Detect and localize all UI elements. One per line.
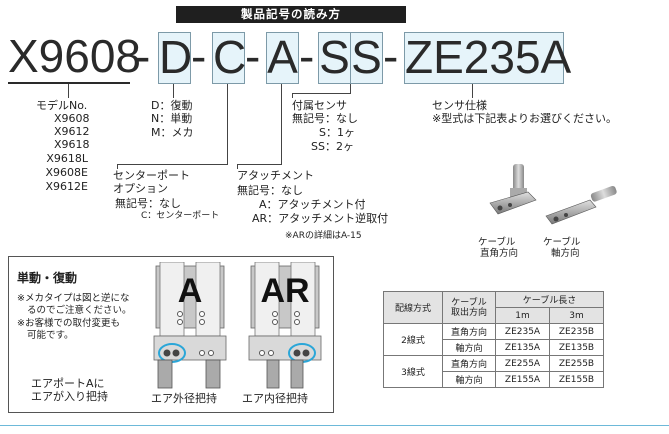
cable-label-axial-2: 軸方向	[551, 248, 580, 259]
code-dash: -	[299, 30, 315, 82]
center-port-option: C：センターポート	[141, 211, 220, 221]
cell-direction: 直角方向	[442, 355, 496, 372]
gripper-figure-a	[153, 262, 227, 389]
header-3m: 3m	[549, 307, 604, 324]
connector-line	[237, 164, 282, 165]
connector-line	[173, 84, 174, 98]
header-take-direction-2: 取出方向	[450, 307, 487, 318]
header-1m: 1m	[495, 307, 550, 324]
connector-line	[292, 93, 293, 98]
sensor-option: 無記号：なし	[292, 112, 358, 125]
cell-wiring: 3線式	[383, 355, 443, 388]
cell-1m: ZE155A	[495, 371, 550, 388]
code-dash: -	[383, 30, 399, 82]
page-title: 製品記号の読み方	[176, 6, 406, 23]
code-center-port: C	[212, 31, 247, 84]
model-heading: モデルNo.	[36, 99, 88, 112]
model-item: X9618L	[46, 152, 88, 165]
footer-divider	[0, 425, 669, 426]
cell-direction: 直角方向	[442, 323, 496, 340]
table-row: 3線式 直角方向 ZE255A ZE255B	[383, 355, 604, 388]
cell-3m: ZE235B	[549, 323, 604, 340]
attachment-option: AR：アタッチメント逆取付	[252, 212, 389, 225]
sensor-heading: 付属センサ	[292, 99, 347, 112]
sensor-product-image	[489, 164, 617, 225]
panel-note: るのでご注意ください。	[27, 305, 132, 316]
figure-label-a: A	[177, 272, 203, 310]
connector-line	[350, 84, 351, 94]
code-sensor-1: S	[318, 31, 351, 84]
code-attachment: A	[266, 31, 299, 84]
cell-direction: 軸方向	[442, 339, 496, 356]
caption-a: エア外径把持	[151, 392, 217, 405]
attachment-option: A：アタッチメント付	[259, 198, 366, 211]
attachment-note: ※ARの詳細はA-15	[285, 231, 362, 241]
sensor-table: 配線方式 ケーブル取出方向 ケーブル長さ 1m 3m 2線式 直角方向 ZE23…	[383, 291, 604, 388]
cell-3m: ZE135B	[549, 339, 604, 356]
header-take-direction: ケーブル取出方向	[442, 291, 496, 324]
center-port-heading: センターポート	[113, 169, 190, 182]
connector-line	[292, 93, 351, 94]
sensor-option: S：1ヶ	[319, 126, 355, 139]
code-model: X9608	[8, 30, 142, 84]
port-note: エアが入り把持	[31, 390, 108, 403]
action-item: D：復動	[151, 99, 193, 112]
code-sensor-spec: ZE235A	[404, 31, 572, 84]
figure-label-ar: AR	[260, 272, 310, 310]
gripper-figure-ar	[248, 262, 322, 389]
panel-note: 可能です。	[27, 330, 74, 341]
action-panel	[8, 256, 334, 413]
cell-wiring: 2線式	[383, 323, 443, 356]
sensor-spec-heading: センサ仕様	[432, 99, 487, 112]
model-item: X9608	[54, 112, 90, 125]
port-note: エアポートAに	[31, 377, 105, 390]
code-sensor-2: S	[350, 31, 383, 84]
cell-1m: ZE255A	[495, 355, 550, 372]
connector-line	[117, 164, 118, 169]
connector-line	[117, 164, 228, 165]
model-item: X9608E	[45, 166, 88, 179]
center-port-heading: オプション	[113, 182, 168, 195]
code-dash: -	[191, 30, 207, 82]
model-item: X9612E	[45, 180, 88, 193]
center-port-option: 無記号：なし	[115, 197, 181, 210]
cell-1m: ZE135A	[495, 339, 550, 356]
caption-ar: エア内径把持	[242, 392, 308, 405]
table-row: 軸方向 ZE135A ZE135B	[384, 339, 604, 356]
header-wiring: 配線方式	[383, 291, 443, 324]
connector-line	[68, 84, 69, 98]
action-item: N：単動	[151, 112, 193, 125]
cell-3m: ZE155B	[549, 371, 604, 388]
header-cable-length: ケーブル長さ	[495, 291, 604, 308]
header-take-direction-1: ケーブル	[451, 297, 487, 308]
connector-line	[472, 84, 473, 98]
cable-label-right-angle-2: 直角方向	[480, 248, 519, 259]
panel-title: 単動・復動	[17, 271, 78, 285]
sensor-spec-note: ※型式は下記表よりお選びください。	[432, 112, 617, 125]
code-action: D	[158, 31, 193, 84]
model-item: X9612	[54, 125, 90, 138]
cable-label-axial-1: ケーブル	[543, 237, 581, 248]
table-row: 2線式 直角方向 ZE235A ZE235B	[383, 323, 604, 356]
panel-note: ※お客様での取付変更も	[17, 318, 120, 329]
connector-line	[237, 164, 238, 169]
cell-3m: ZE255B	[549, 355, 604, 372]
sensor-option: SS：2ヶ	[311, 140, 354, 153]
connector-line	[281, 84, 282, 164]
table-row: 軸方向 ZE155A ZE155B	[384, 371, 604, 388]
cell-1m: ZE235A	[495, 323, 550, 340]
attachment-heading: アタッチメント	[237, 169, 314, 182]
cable-label-right-angle-1: ケーブル	[478, 237, 516, 248]
code-dash: -	[245, 30, 261, 82]
model-item: X9618	[54, 138, 90, 151]
code-dash: -	[135, 30, 151, 82]
action-item: M：メカ	[151, 126, 194, 139]
cell-direction: 軸方向	[442, 371, 496, 388]
panel-note: ※メカタイプは図と逆にな	[17, 293, 130, 304]
attachment-option: 無記号：なし	[237, 184, 303, 197]
connector-line	[227, 84, 228, 164]
